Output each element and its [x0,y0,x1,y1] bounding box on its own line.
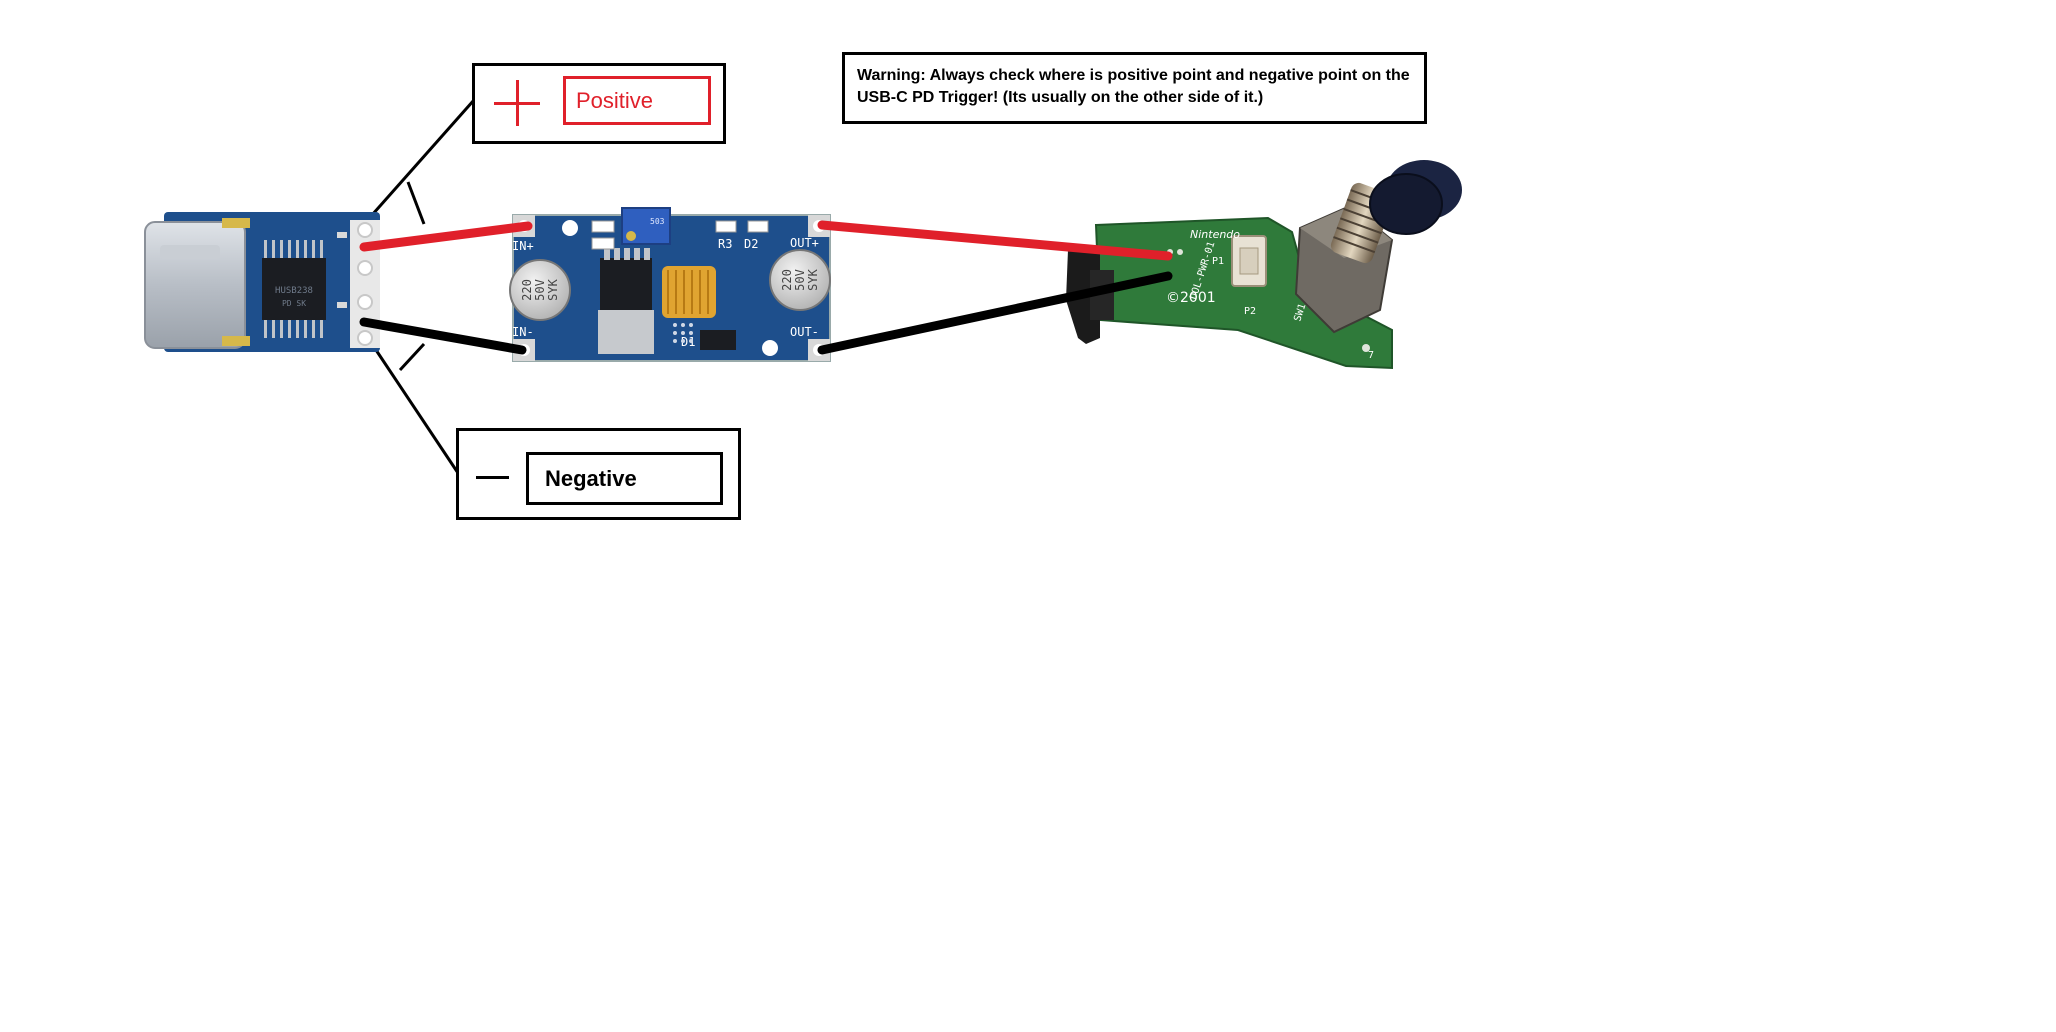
capacitor-right: 220 50V SYK [769,249,831,311]
svg-text:D1: D1 [681,335,695,349]
pad-positive-1 [357,222,373,238]
positive-pointer [362,99,476,225]
positive-label: Positive [563,76,711,125]
svg-text:R3: R3 [718,237,732,251]
gamecube-power-board: Nintendo DOL-PWR-01 ©2001 P1 P2 SW1 7 [1066,160,1462,370]
svg-text:50V: 50V [793,269,807,291]
svg-text:P1: P1 [1212,256,1224,267]
svg-text:IN+: IN+ [512,239,534,253]
svg-text:©2001: ©2001 [1166,290,1216,306]
negative-pointer [374,342,462,477]
usb-c-pd-trigger-board: HUSB238 PD SK [144,212,380,352]
minus-sign-icon [476,476,509,479]
inductor [662,266,716,318]
svg-text:PD SK: PD SK [282,299,306,308]
svg-text:50V: 50V [533,279,547,301]
svg-text:HUSB238: HUSB238 [275,286,313,296]
positive-label-box: Positive [472,63,726,144]
warning-note: Warning: Always check where is positive … [842,52,1427,124]
svg-text:SW1: SW1 [1292,302,1308,323]
svg-text:220: 220 [780,269,794,291]
wire-positive-out [817,220,1173,261]
svg-text:Nintendo: Nintendo [1190,228,1240,241]
pad-negative-2 [357,330,373,346]
svg-text:7: 7 [1368,350,1374,361]
trim-potentiometer: 503 [621,207,671,245]
svg-text:220: 220 [520,279,534,301]
svg-text:P2: P2 [1244,306,1256,317]
via-grid [673,323,693,343]
negative-label: Negative [526,452,723,505]
svg-text:OUT-: OUT- [790,325,819,339]
svg-text:OUT+: OUT+ [790,236,819,250]
buck-converter-board: IN+ IN- OUT+ OUT- 220 50V SYK 220 50V SY… [509,207,831,362]
svg-text:503: 503 [650,217,665,226]
chip-pins [264,240,323,338]
pad-positive-2 [357,260,373,276]
svg-text:IN-: IN- [512,325,534,339]
connector-p1 [1231,235,1267,287]
wire-positive-in [359,221,533,252]
power-switch [1294,160,1462,334]
plus-sign-icon-bar [494,102,540,105]
capacitor-left: 220 50V SYK [509,259,571,321]
negative-label-box: Negative [456,428,741,520]
svg-text:SYK: SYK [806,268,820,290]
wires [359,220,1173,355]
wire-negative-out [817,271,1173,355]
svg-text:SYK: SYK [546,278,560,300]
wire-negative-in [359,317,527,355]
svg-text:D2: D2 [744,237,758,251]
pad-negative-1 [357,294,373,310]
regulator-ic [598,248,654,354]
